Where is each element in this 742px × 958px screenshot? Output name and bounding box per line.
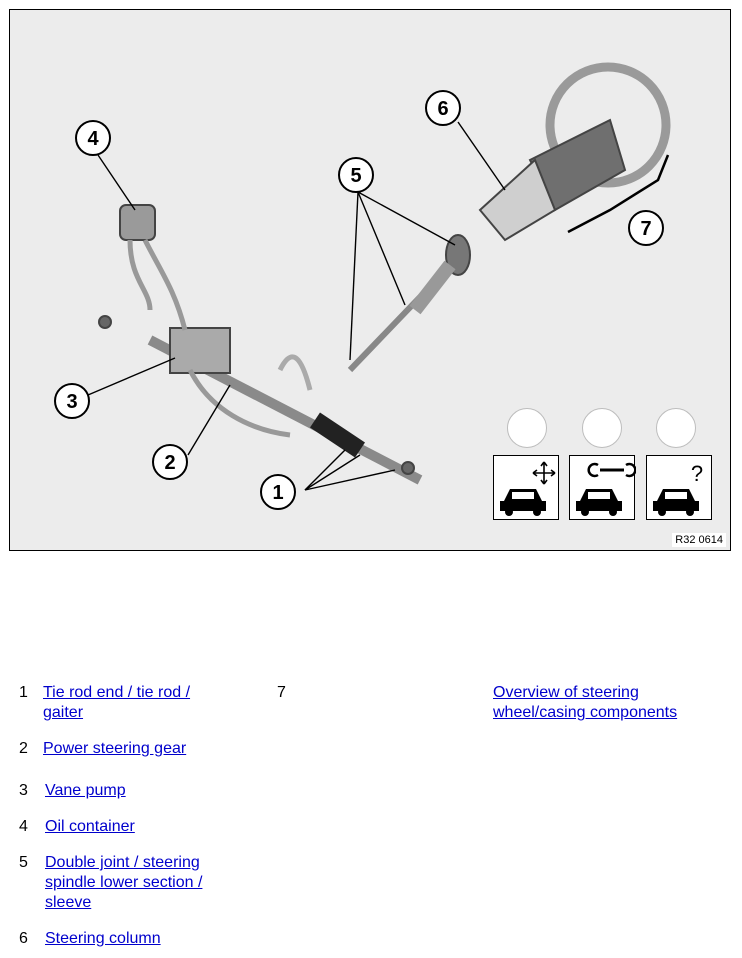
steering-wheel-drawing [545,62,671,188]
gaiter-drawing [310,412,365,458]
legend-number: 2 [19,740,28,757]
legend-item: 6 Steering column [19,929,239,951]
figure-reference-code: R32 0614 [672,533,726,547]
callout-4: 4 [87,128,99,150]
legend-item: 7 [277,683,297,705]
car-move-icon[interactable] [493,455,559,520]
legend-item: Overview of steering wheel/casing compon… [493,683,733,728]
indicator-circle[interactable] [582,408,622,448]
callouts [54,90,664,510]
leader-lines [87,121,670,491]
legend-number: 7 [277,684,286,701]
legend-item: 2 Power steering gear [19,739,239,761]
legend-item: 3 Vane pump [19,781,239,803]
legend-number: 3 [19,782,28,799]
indicator-circle[interactable] [507,408,547,448]
callout-5: 5 [350,165,361,187]
car-wrench-icon[interactable] [569,455,636,520]
legend-link-vane-pump[interactable]: Vane pump [45,782,126,799]
car-question-icon[interactable]: ? [646,455,712,520]
legend-number: 6 [19,930,28,947]
legend-link-steering-column[interactable]: Steering column [45,930,161,947]
callout-2: 2 [164,452,175,474]
legend-item: 5 Double joint / steering spindle lower … [19,853,249,917]
callout-7: 7 [640,218,651,240]
legend-number: 4 [19,818,28,835]
vane-pump-drawing [169,327,231,374]
legend-link-steering-wheel-overview[interactable]: Overview of steering wheel/casing compon… [493,684,678,721]
legend-link-power-steering-gear[interactable]: Power steering gear [43,740,187,757]
legend-item: 1 Tie rod end / tie rod / gaiter [19,683,239,728]
legend-number: 5 [19,854,28,871]
legend-link-double-joint[interactable]: Double joint / steering spindle lower se… [45,854,203,911]
column-lower-drawing [478,158,557,242]
upper-joint-drawing [445,234,471,276]
reservoir-drawing [119,204,156,241]
indicator-circle[interactable] [656,408,696,448]
steering-diagram: 1 2 3 4 5 6 7 [9,9,731,551]
legend-item: 4 Oil container [19,817,239,839]
legend-link-oil-container[interactable]: Oil container [45,818,135,835]
legend-link-tie-rod[interactable]: Tie rod end / tie rod / gaiter [43,684,191,721]
legend-number: 1 [19,684,28,701]
question-mark-label: ? [691,461,703,486]
callout-1: 1 [272,482,283,504]
callout-6: 6 [437,98,448,120]
callout-3: 3 [66,391,77,413]
steering-drawing: 1 2 3 4 5 6 7 [54,62,671,510]
